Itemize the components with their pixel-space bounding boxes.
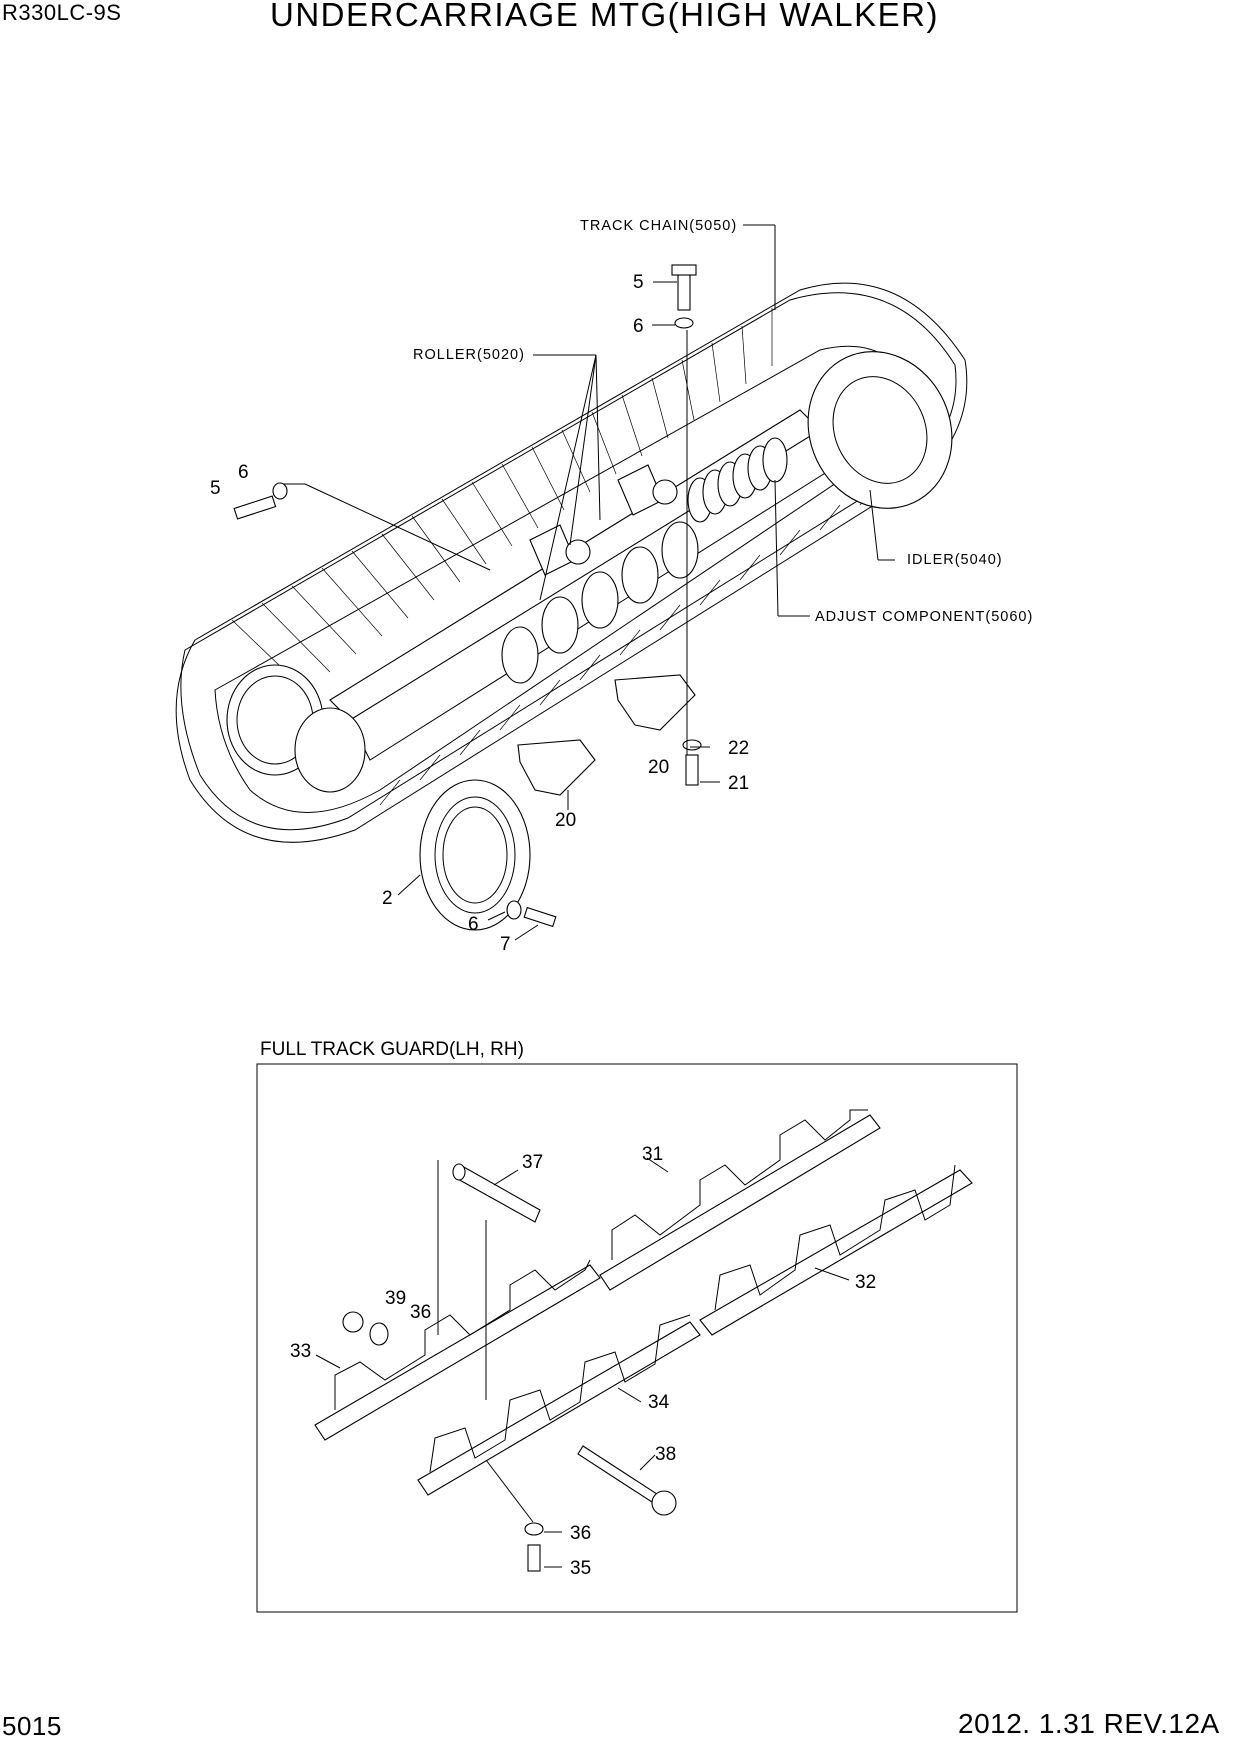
part-label: 38 [655,1444,676,1465]
callout-idler: IDLER(5040) [907,552,1003,568]
part-label: 5 [633,272,644,293]
part-label: 34 [648,1392,670,1413]
part-label: 6 [633,316,644,337]
part-label: 31 [642,1144,663,1165]
callout-track-chain: TRACK CHAIN(5050) [580,218,737,234]
revision-date: 2012. 1.31 REV.12A [958,1708,1220,1739]
part-label: 37 [522,1152,543,1173]
part-label: 22 [728,738,749,759]
part-label: 39 [385,1288,406,1309]
part-label: 33 [290,1341,311,1362]
part-label: 21 [728,773,749,794]
part-label: 6 [468,914,479,935]
guard-box-title: FULL TRACK GUARD(LH, RH) [260,1039,524,1060]
part-label: 36 [410,1302,431,1323]
part-label: 32 [855,1272,876,1293]
part-label: 7 [500,934,511,955]
part-label: 20 [648,757,669,778]
undercarriage-drawing [175,224,968,941]
part-label: 6 [238,462,249,483]
callout-adjust-component: ADJUST COMPONENT(5060) [815,609,1033,625]
part-label: 5 [210,478,221,499]
track-shoes [231,308,881,806]
part-label: 36 [570,1523,591,1544]
part-label: 35 [570,1558,591,1579]
callout-roller: ROLLER(5020) [413,347,525,363]
track-guard-drawing [314,1109,973,1572]
leader-lines [283,224,895,941]
sprocket [419,779,531,931]
model-number: R330LC-9S [2,0,122,25]
part-label: 20 [555,810,576,831]
page-title: UNDERCARRIAGE MTG(HIGH WALKER) [270,0,939,33]
part-label: 2 [382,888,393,909]
guard-box [256,1063,1018,1613]
page-number: 5015 [2,1711,62,1741]
